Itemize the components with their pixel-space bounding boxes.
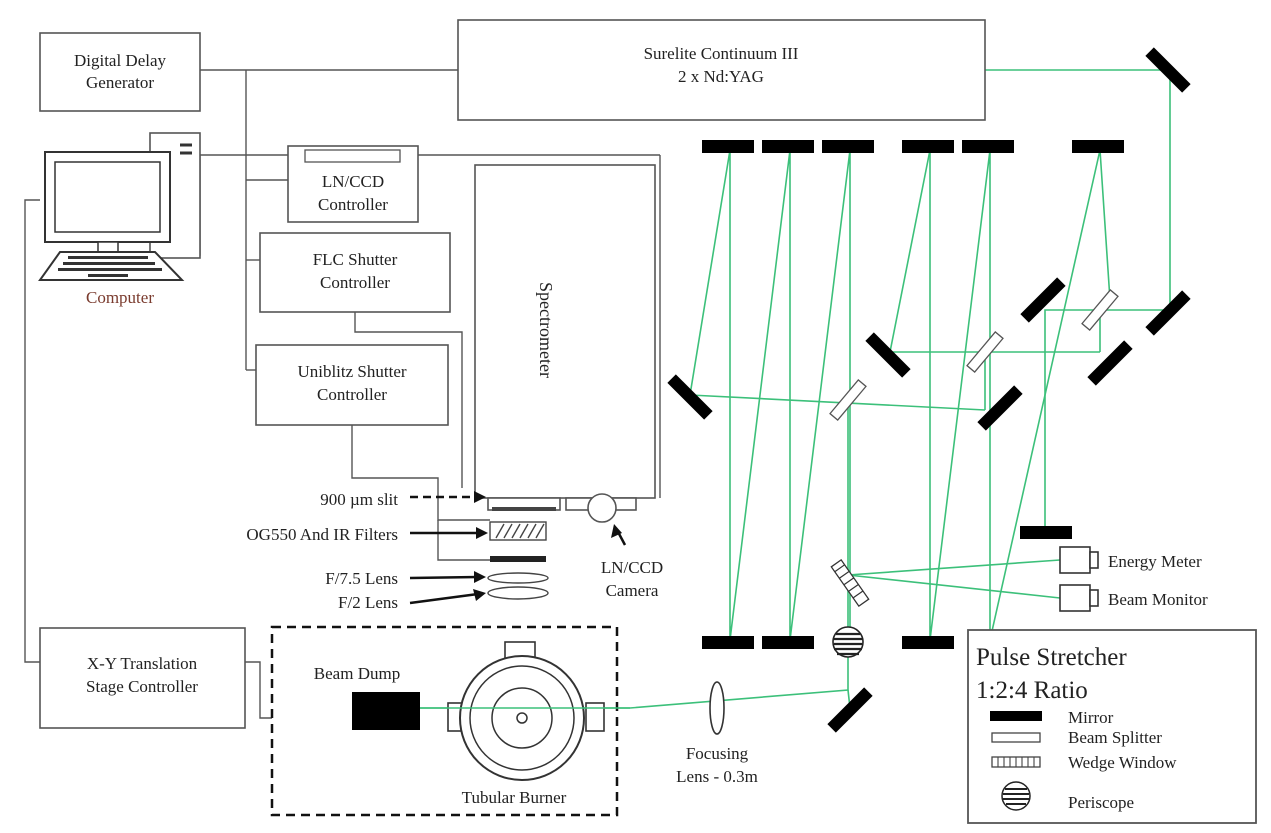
legend-ratio: 1:2:4 Ratio xyxy=(976,677,1088,704)
energy-meter: Energy Meter xyxy=(1059,546,1202,574)
pulse-stretcher-mirrors xyxy=(667,47,1191,733)
burner-enclosure: Beam Dump Tubular Burner xyxy=(270,625,630,817)
legend-beam-splitter-label: Beam Splitter xyxy=(1068,728,1162,747)
focusing-lens-label-line2: Lens - 0.3m xyxy=(676,767,758,786)
beam-monitor: Beam Monitor xyxy=(1059,584,1208,612)
ccd-controller-label-line1: LN/CCD xyxy=(322,172,384,191)
lens-f75-icon xyxy=(487,572,549,584)
laser-source: Surelite Continuum III 2 x Nd:YAG xyxy=(457,19,986,121)
uniblitz-shutter-controller: Uniblitz Shutter Controller xyxy=(255,344,449,426)
optics-labels: 900 µm slit OG550 And IR Filters F/7.5 L… xyxy=(246,490,663,612)
lens-f2-icon xyxy=(487,586,549,600)
ccd-camera-label-line2: Camera xyxy=(606,581,659,600)
legend-title: Pulse Stretcher xyxy=(976,644,1127,671)
xy-controller-label-line1: X-Y Translation xyxy=(87,654,198,673)
beam-monitor-label: Beam Monitor xyxy=(1108,590,1208,609)
computer: Computer xyxy=(38,132,201,307)
tubular-burner-icon xyxy=(447,641,605,781)
lens-f75-label: F/7.5 Lens xyxy=(325,569,398,588)
spectrometer-label: Spectrometer xyxy=(536,282,556,378)
mirror-legend-icon xyxy=(990,711,1042,721)
filters-label: OG550 And IR Filters xyxy=(246,525,398,544)
legend-wedge-window-label: Wedge Window xyxy=(1068,753,1177,772)
flc-controller-label-line1: FLC Shutter xyxy=(313,250,398,269)
burner-label: Tubular Burner xyxy=(462,788,567,807)
laser-label-line2: 2 x Nd:YAG xyxy=(678,67,764,86)
delay-generator: Digital Delay Generator xyxy=(39,32,201,112)
delay-generator-label-line1: Digital Delay xyxy=(74,51,167,70)
collection-optics xyxy=(487,521,549,600)
beam-dump-icon xyxy=(352,692,420,730)
periscope-icon xyxy=(832,626,864,658)
spectrometer: Spectrometer xyxy=(474,164,656,523)
filter-og550-icon xyxy=(489,521,547,541)
legend: Pulse Stretcher 1:2:4 Ratio Mirror Beam … xyxy=(967,629,1257,824)
legend-periscope-label: Periscope xyxy=(1068,793,1134,812)
wedge-window xyxy=(830,558,870,608)
computer-screen xyxy=(54,161,161,233)
xy-controller-label-line2: Stage Controller xyxy=(86,677,198,696)
periscope-legend-icon xyxy=(1001,781,1031,811)
ccd-controller: LN/CCD Controller xyxy=(287,145,419,223)
ccd-controller-label-line2: Controller xyxy=(318,195,388,214)
legend-mirror-label: Mirror xyxy=(1068,708,1114,727)
laser-label-line1: Surelite Continuum III xyxy=(644,44,799,63)
focusing-lens-icon xyxy=(709,681,725,735)
beam-splitter-legend-icon xyxy=(991,732,1041,743)
flc-shutter-controller: FLC Shutter Controller xyxy=(259,232,451,313)
ccd-camera-icon xyxy=(587,493,617,523)
uniblitz-controller-label-line2: Controller xyxy=(317,385,387,404)
lens-f2-label: F/2 Lens xyxy=(338,593,398,612)
computer-label: Computer xyxy=(86,288,154,307)
beam-dump-label: Beam Dump xyxy=(314,664,400,683)
ccd-camera-label-line1: LN/CCD xyxy=(601,558,663,577)
pulse-stretcher-beam-splitters xyxy=(829,289,1119,421)
delay-generator-label-line2: Generator xyxy=(86,73,154,92)
uniblitz-controller-label-line1: Uniblitz Shutter xyxy=(297,362,406,381)
focusing-lens-label-line1: Focusing xyxy=(686,744,749,763)
xy-stage-controller: X-Y Translation Stage Controller xyxy=(39,627,246,729)
slit-label: 900 µm slit xyxy=(320,490,398,509)
energy-meter-label: Energy Meter xyxy=(1108,552,1202,571)
ir-filter-icon xyxy=(490,556,546,562)
flc-controller-label-line2: Controller xyxy=(320,273,390,292)
focusing-lens: Focusing Lens - 0.3m xyxy=(676,681,758,786)
